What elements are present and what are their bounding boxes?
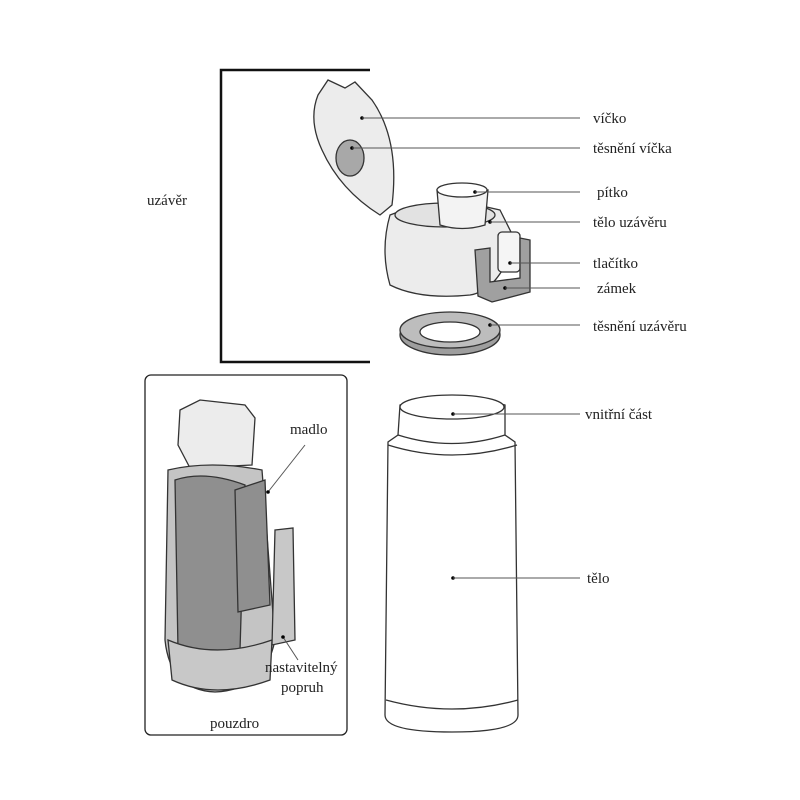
label-body: tělo (587, 571, 610, 587)
lock-shape (474, 237, 531, 303)
cap-bracket (219, 68, 370, 364)
label-handle: madlo (290, 422, 328, 438)
label-cap-body: tělo uzávěru (593, 215, 667, 231)
label-button: tlačítko (593, 256, 638, 272)
cap-leaders (350, 116, 580, 327)
label-case: pouzdro (210, 716, 259, 732)
label-cap-seal: těsnění uzávěru (593, 319, 687, 335)
label-cap-group: uzávěr (147, 193, 187, 209)
cap-seal-illustration (399, 311, 501, 356)
label-inner: vnitřní část (585, 407, 653, 423)
label-strap-2: popruh (281, 680, 324, 696)
bottle-illustration (384, 394, 519, 733)
label-lid: víčko (593, 111, 626, 127)
label-spout: pítko (597, 185, 628, 201)
label-strap-1: nastavitelný (265, 660, 338, 676)
label-lid-seal: těsnění víčka (593, 141, 672, 157)
label-lock: zámek (597, 281, 637, 297)
cap-body-illustration (384, 182, 531, 303)
case-illustration (164, 399, 296, 693)
lid-seal-shape (335, 139, 365, 177)
